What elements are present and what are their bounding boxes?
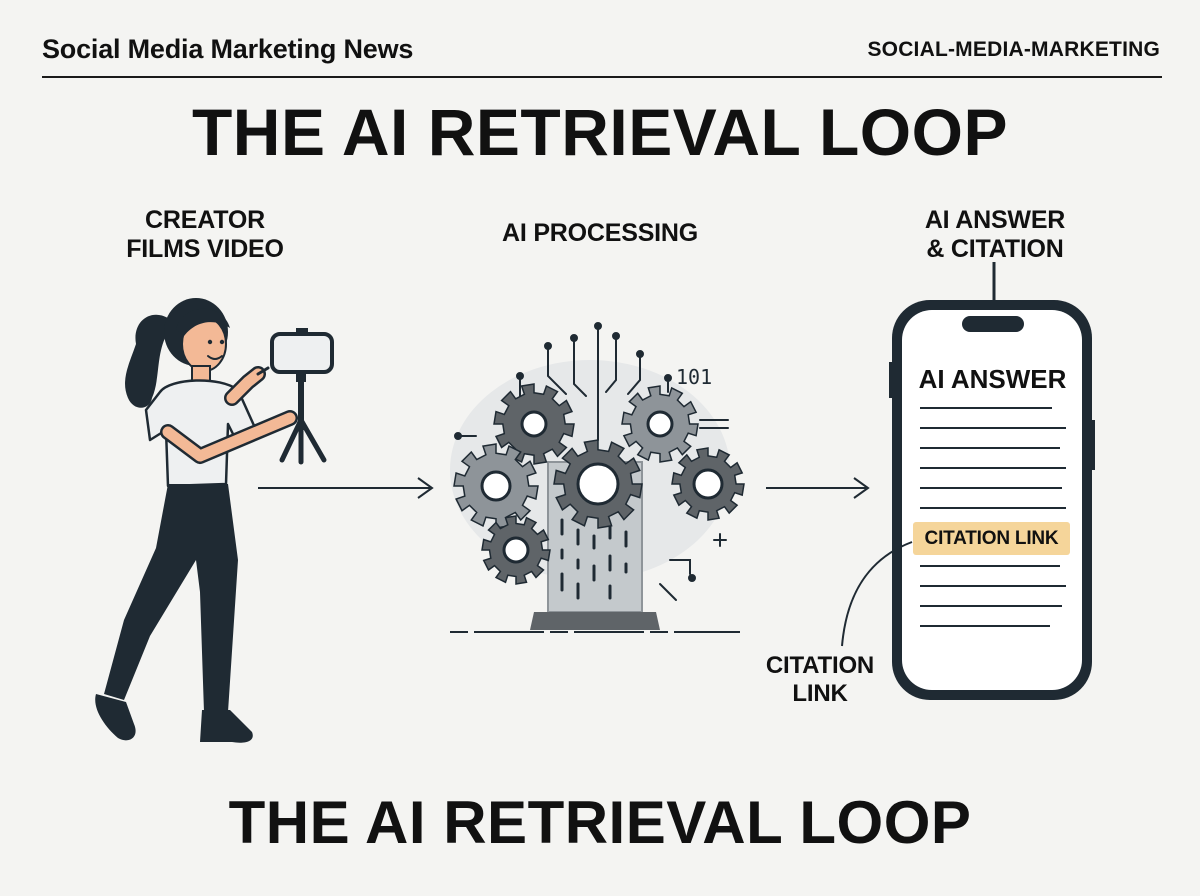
gear-hole (502, 536, 530, 564)
brand-name: Social Media Marketing News (42, 34, 414, 64)
creator-bangs (176, 308, 230, 336)
phone-illustration (841, 262, 1095, 700)
creator-illustration (95, 298, 298, 743)
creator-shoe-left (95, 694, 136, 741)
step-label-creator: CREATOR FILMS VIDEO (100, 206, 310, 264)
creator-pants (104, 484, 238, 712)
flow-arrow-1 (258, 477, 434, 499)
binary-digits: 101 (676, 365, 712, 389)
flow-arrow-2 (766, 477, 870, 499)
step-label-answer-line1: AI ANSWER (924, 206, 1066, 234)
header-divider (42, 76, 1162, 78)
citation-link-callout: CITATION LINK (745, 652, 895, 708)
gear-cluster (453, 383, 745, 585)
citation-callout-line1: CITATION (765, 652, 875, 679)
gear-hole (520, 410, 548, 438)
callout-connector (841, 541, 913, 647)
answer-text-lines (920, 407, 1066, 627)
phone-answer-heading: AI ANSWER (918, 364, 1067, 394)
step-label-processing: AI PROCESSING (470, 219, 730, 248)
creator-ponytail (125, 314, 168, 408)
step-label-creator-line2: FILMS VIDEO (126, 235, 284, 263)
step-label-creator-line1: CREATOR (145, 206, 265, 234)
step-label-answer: AI ANSWER & CITATION (890, 206, 1100, 264)
phone-notch (962, 316, 1024, 332)
category-tag: SOCIAL-MEDIA-MARKETING (867, 38, 1160, 61)
diagram-title-top: THE AI RETRIEVAL LOOP (191, 95, 1008, 169)
step-label-processing-line1: AI PROCESSING (501, 219, 699, 247)
camera-phone (270, 332, 334, 374)
diagram-title-bottom: THE AI RETRIEVAL LOOP (228, 789, 972, 856)
ai-processing-illustration: 101 (450, 322, 745, 633)
gear-hole (576, 462, 620, 506)
gear-hole (692, 468, 724, 500)
phone-screen (902, 310, 1082, 690)
step-label-answer-line2: & CITATION (926, 235, 1064, 263)
citation-link-pill[interactable]: CITATION LINK (913, 522, 1070, 555)
tripod-camera (270, 328, 334, 465)
gear-hole (646, 410, 674, 438)
creator-shoe-right (200, 710, 253, 743)
citation-callout-line2: LINK (792, 680, 848, 707)
gear-hole (480, 470, 512, 502)
